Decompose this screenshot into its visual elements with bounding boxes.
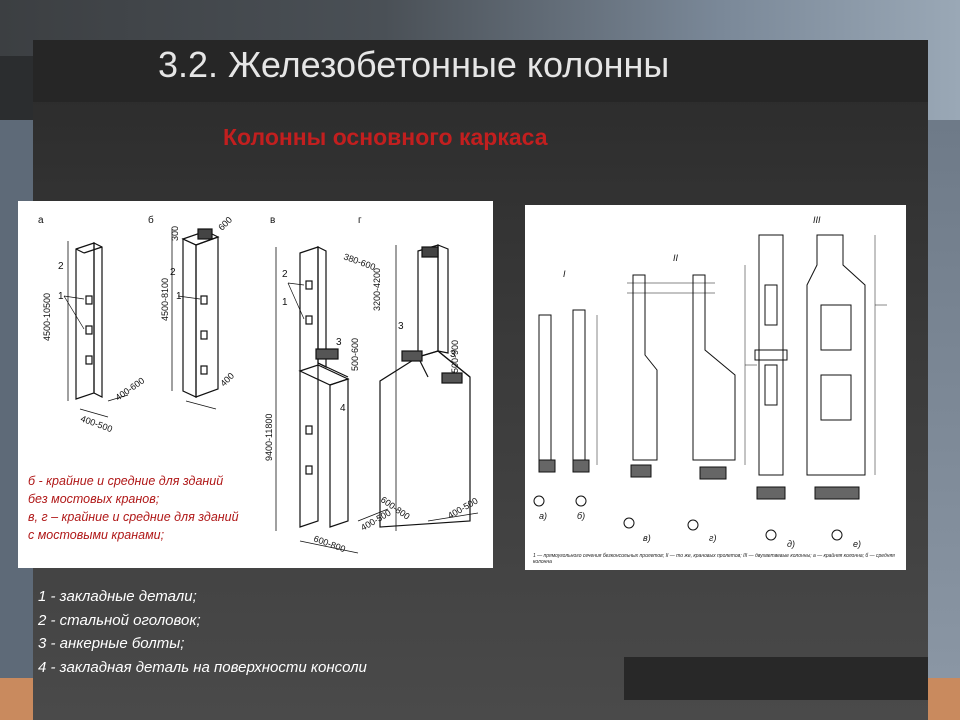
label-sub-a: а): [539, 511, 547, 521]
label-sub-g: г): [709, 533, 716, 543]
legend-item: 2 - стальной оголовок;: [38, 611, 201, 629]
label-num-2v: 2: [282, 269, 288, 280]
dim-400-600: 400-600: [113, 376, 146, 403]
label-roman-3: III: [813, 215, 821, 225]
caption-line: в, г – крайние и средние для зданий: [28, 510, 239, 524]
dim-400-500-v: 400-500: [359, 508, 393, 533]
dim-600: 600: [216, 215, 234, 233]
label-num-2a: 2: [58, 261, 64, 272]
legend-item: 4 - закладная деталь на поверхности конс…: [38, 658, 367, 676]
dim-400-500-g: 400-500: [446, 496, 480, 521]
column-drawings-svg: а б в г 2 1 2 1 2 1 3 4 3 3 4500-10500 4…: [38, 214, 480, 554]
footer-dark-box: [624, 657, 928, 700]
background-right-strip: [928, 120, 960, 678]
label-num-1a: 1: [58, 291, 64, 302]
dim-300: 300: [170, 226, 180, 241]
label-variant-v: в: [270, 215, 275, 226]
label-num-4v: 4: [340, 403, 346, 414]
title-band: 3.2. Железобетонные колонны: [33, 40, 928, 102]
dim-500-600: 500-600: [350, 338, 360, 371]
dim-4500-8100: 4500-8100: [160, 278, 170, 321]
figure-footnote: 1 — прямоугольного сечения безконсольных…: [533, 553, 895, 565]
dim-400: 400: [218, 371, 236, 389]
label-num-1b: 1: [176, 291, 182, 302]
caption-line: с мостовыми кранами;: [28, 528, 165, 542]
dim-4500-10500: 4500-10500: [42, 293, 52, 341]
label-roman-1: I: [563, 269, 566, 279]
caption-line: без мостовых кранов;: [28, 492, 160, 506]
column-sections-svg: I II III а) б) в) г) д) е): [533, 215, 887, 549]
dim-3200-4200: 3200-4200: [372, 268, 382, 311]
label-num-1v: 1: [282, 297, 288, 308]
label-sub-b: б): [577, 511, 585, 521]
column-drawing-right: I II III а) б) в) г) д) е) 1 — прямоугол…: [525, 205, 906, 570]
dim-400-500: 400-500: [79, 413, 113, 434]
label-num-2b: 2: [170, 267, 176, 278]
slide-title: 3.2. Железобетонные колонны: [158, 44, 670, 85]
label-sub-e: е): [853, 539, 861, 549]
legend-item: 3 - анкерные болты;: [38, 635, 185, 652]
label-roman-2: II: [673, 253, 679, 263]
figure-caption: б - крайние и средние для зданий без мос…: [28, 472, 318, 544]
dim-500-900: 500-900: [450, 340, 460, 373]
column-drawing-left: а б в г 2 1 2 1 2 1 3 4 3 3 4500-10500 4…: [18, 201, 493, 568]
caption-line: б - крайние и средние для зданий: [28, 474, 224, 488]
label-num-3g2: 3: [450, 349, 456, 360]
legend-list: 1 - закладные детали; 2 - стальной оголо…: [38, 585, 367, 679]
label-sub-v: в): [643, 533, 651, 543]
label-sub-d: д): [787, 539, 795, 549]
label-variant-b: б: [148, 214, 154, 226]
legend-item: 1 - закладные детали;: [38, 588, 197, 605]
label-variant-a: а: [38, 215, 44, 226]
label-num-3g: 3: [398, 321, 404, 332]
dim-9400-11800: 9400-11800: [264, 414, 274, 461]
slide-subtitle: Колонны основного каркаса: [223, 124, 548, 150]
label-num-3v: 3: [336, 337, 342, 348]
label-variant-g: г: [358, 215, 362, 226]
